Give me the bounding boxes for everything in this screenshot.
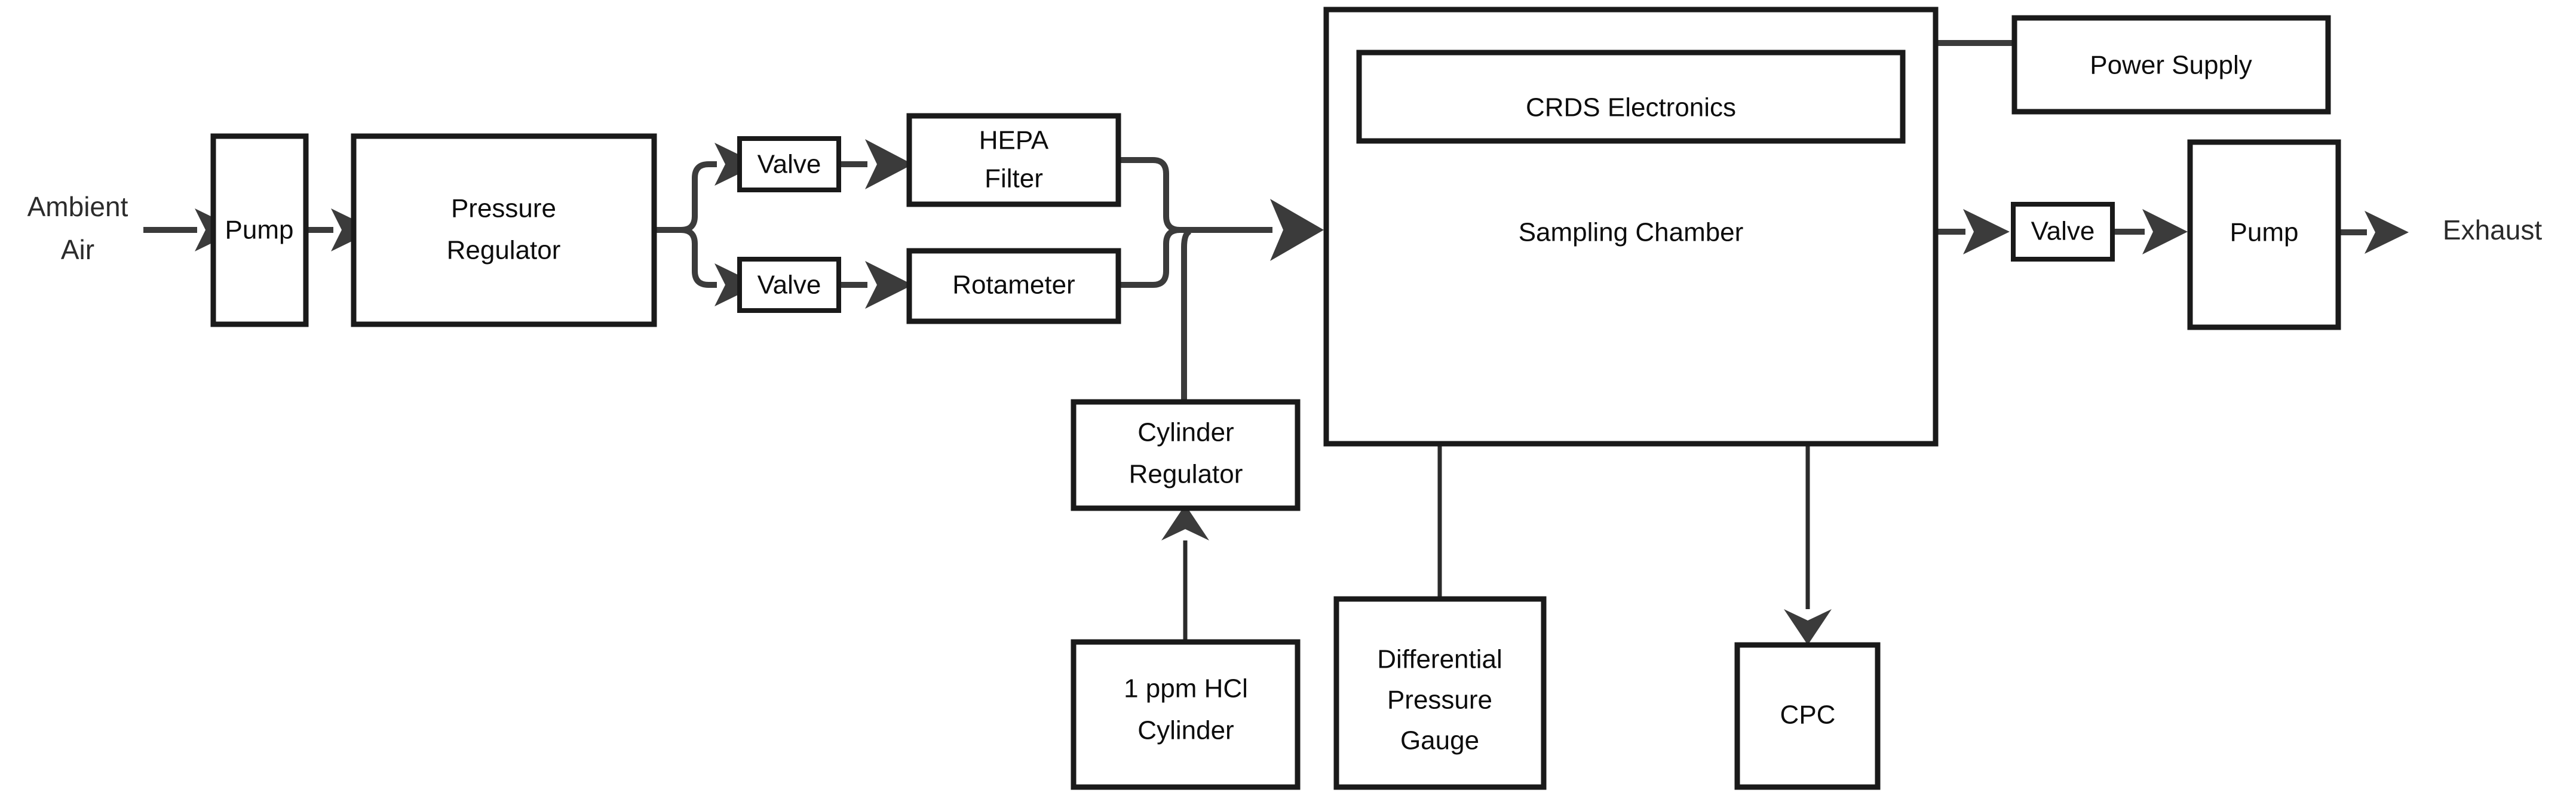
node-cylinder-regulator[interactable]: Cylinder Regulator	[1071, 399, 1301, 511]
valve-outlet-label: Valve	[2031, 217, 2095, 246]
rotameter-label: Rotameter	[952, 271, 1075, 300]
node-crds-electronics[interactable]: CRDS Electronics	[1356, 50, 1906, 144]
node-valve-bottom[interactable]: Valve	[737, 257, 841, 313]
node-ambient-air: Ambient Air	[27, 191, 128, 265]
exhaust-label: Exhaust	[2443, 214, 2542, 245]
cpc-label: CPC	[1780, 701, 1836, 730]
cylinder-regulator-label-line1: Cylinder	[1137, 418, 1234, 447]
edge-valve-bottom-to-rotameter	[839, 261, 913, 309]
edge-filter-rotameter-merge-to-chamber	[1118, 157, 1324, 288]
ambient-air-label-line2: Air	[61, 234, 94, 265]
edge-pump-outlet-to-exhaust	[2338, 211, 2409, 254]
node-pump-outlet[interactable]: Pump	[2187, 139, 2341, 330]
hcl-cylinder-label-line1: 1 ppm HCl	[1124, 674, 1248, 703]
pump-outlet-label: Pump	[2230, 218, 2299, 247]
cylinder-regulator-label-line2: Regulator	[1129, 460, 1243, 489]
differential-pressure-gauge-label-line2: Pressure	[1387, 686, 1492, 715]
crds-electronics-label: CRDS Electronics	[1526, 93, 1736, 122]
edge-cylinder-regulator-to-merge	[1181, 228, 1192, 402]
valve-bottom-label: Valve	[758, 271, 821, 300]
hepa-filter-label-line2: Filter	[985, 164, 1043, 193]
hepa-filter-label-line1: HEPA	[979, 126, 1049, 155]
edge-chamber-to-valve-outlet	[1936, 209, 2010, 254]
differential-pressure-gauge-label-line3: Gauge	[1400, 726, 1479, 755]
node-cpc[interactable]: CPC	[1734, 642, 1881, 790]
pressure-regulator-label-line2: Regulator	[447, 236, 561, 265]
node-valve-outlet[interactable]: Valve	[2011, 202, 2115, 262]
pump-inlet-label: Pump	[225, 216, 294, 245]
edge-hcl-cylinder-to-cylinder-regulator	[1161, 505, 1209, 642]
hcl-cylinder-label-line2: Cylinder	[1137, 716, 1234, 745]
node-power-supply[interactable]: Power Supply	[2011, 15, 2331, 115]
node-pump-inlet[interactable]: Pump	[210, 133, 309, 327]
differential-pressure-gauge-label-line1: Differential	[1377, 645, 1502, 674]
sampling-chamber-label: Sampling Chamber	[1519, 218, 1744, 247]
node-hcl-cylinder[interactable]: 1 ppm HCl Cylinder	[1071, 639, 1301, 790]
edge-valve-top-to-hepa-filter	[839, 139, 913, 189]
node-valve-top[interactable]: Valve	[737, 136, 841, 192]
node-hepa-filter[interactable]: HEPA Filter	[906, 113, 1121, 207]
node-pressure-regulator[interactable]: Pressure Regulator	[351, 133, 657, 327]
pressure-regulator-label-line1: Pressure	[451, 194, 556, 223]
valve-top-label: Valve	[758, 150, 821, 179]
ambient-air-label-line1: Ambient	[27, 191, 128, 222]
node-exhaust: Exhaust	[2443, 214, 2542, 245]
node-differential-pressure-gauge[interactable]: Differential Pressure Gauge	[1333, 596, 1547, 790]
edge-chamber-to-cpc	[1784, 444, 1832, 645]
power-supply-label: Power Supply	[2090, 51, 2252, 80]
edge-valve-outlet-to-pump-outlet	[2112, 209, 2188, 254]
node-rotameter[interactable]: Rotameter	[906, 248, 1121, 324]
edge-pressure-regulator-split	[654, 143, 759, 306]
